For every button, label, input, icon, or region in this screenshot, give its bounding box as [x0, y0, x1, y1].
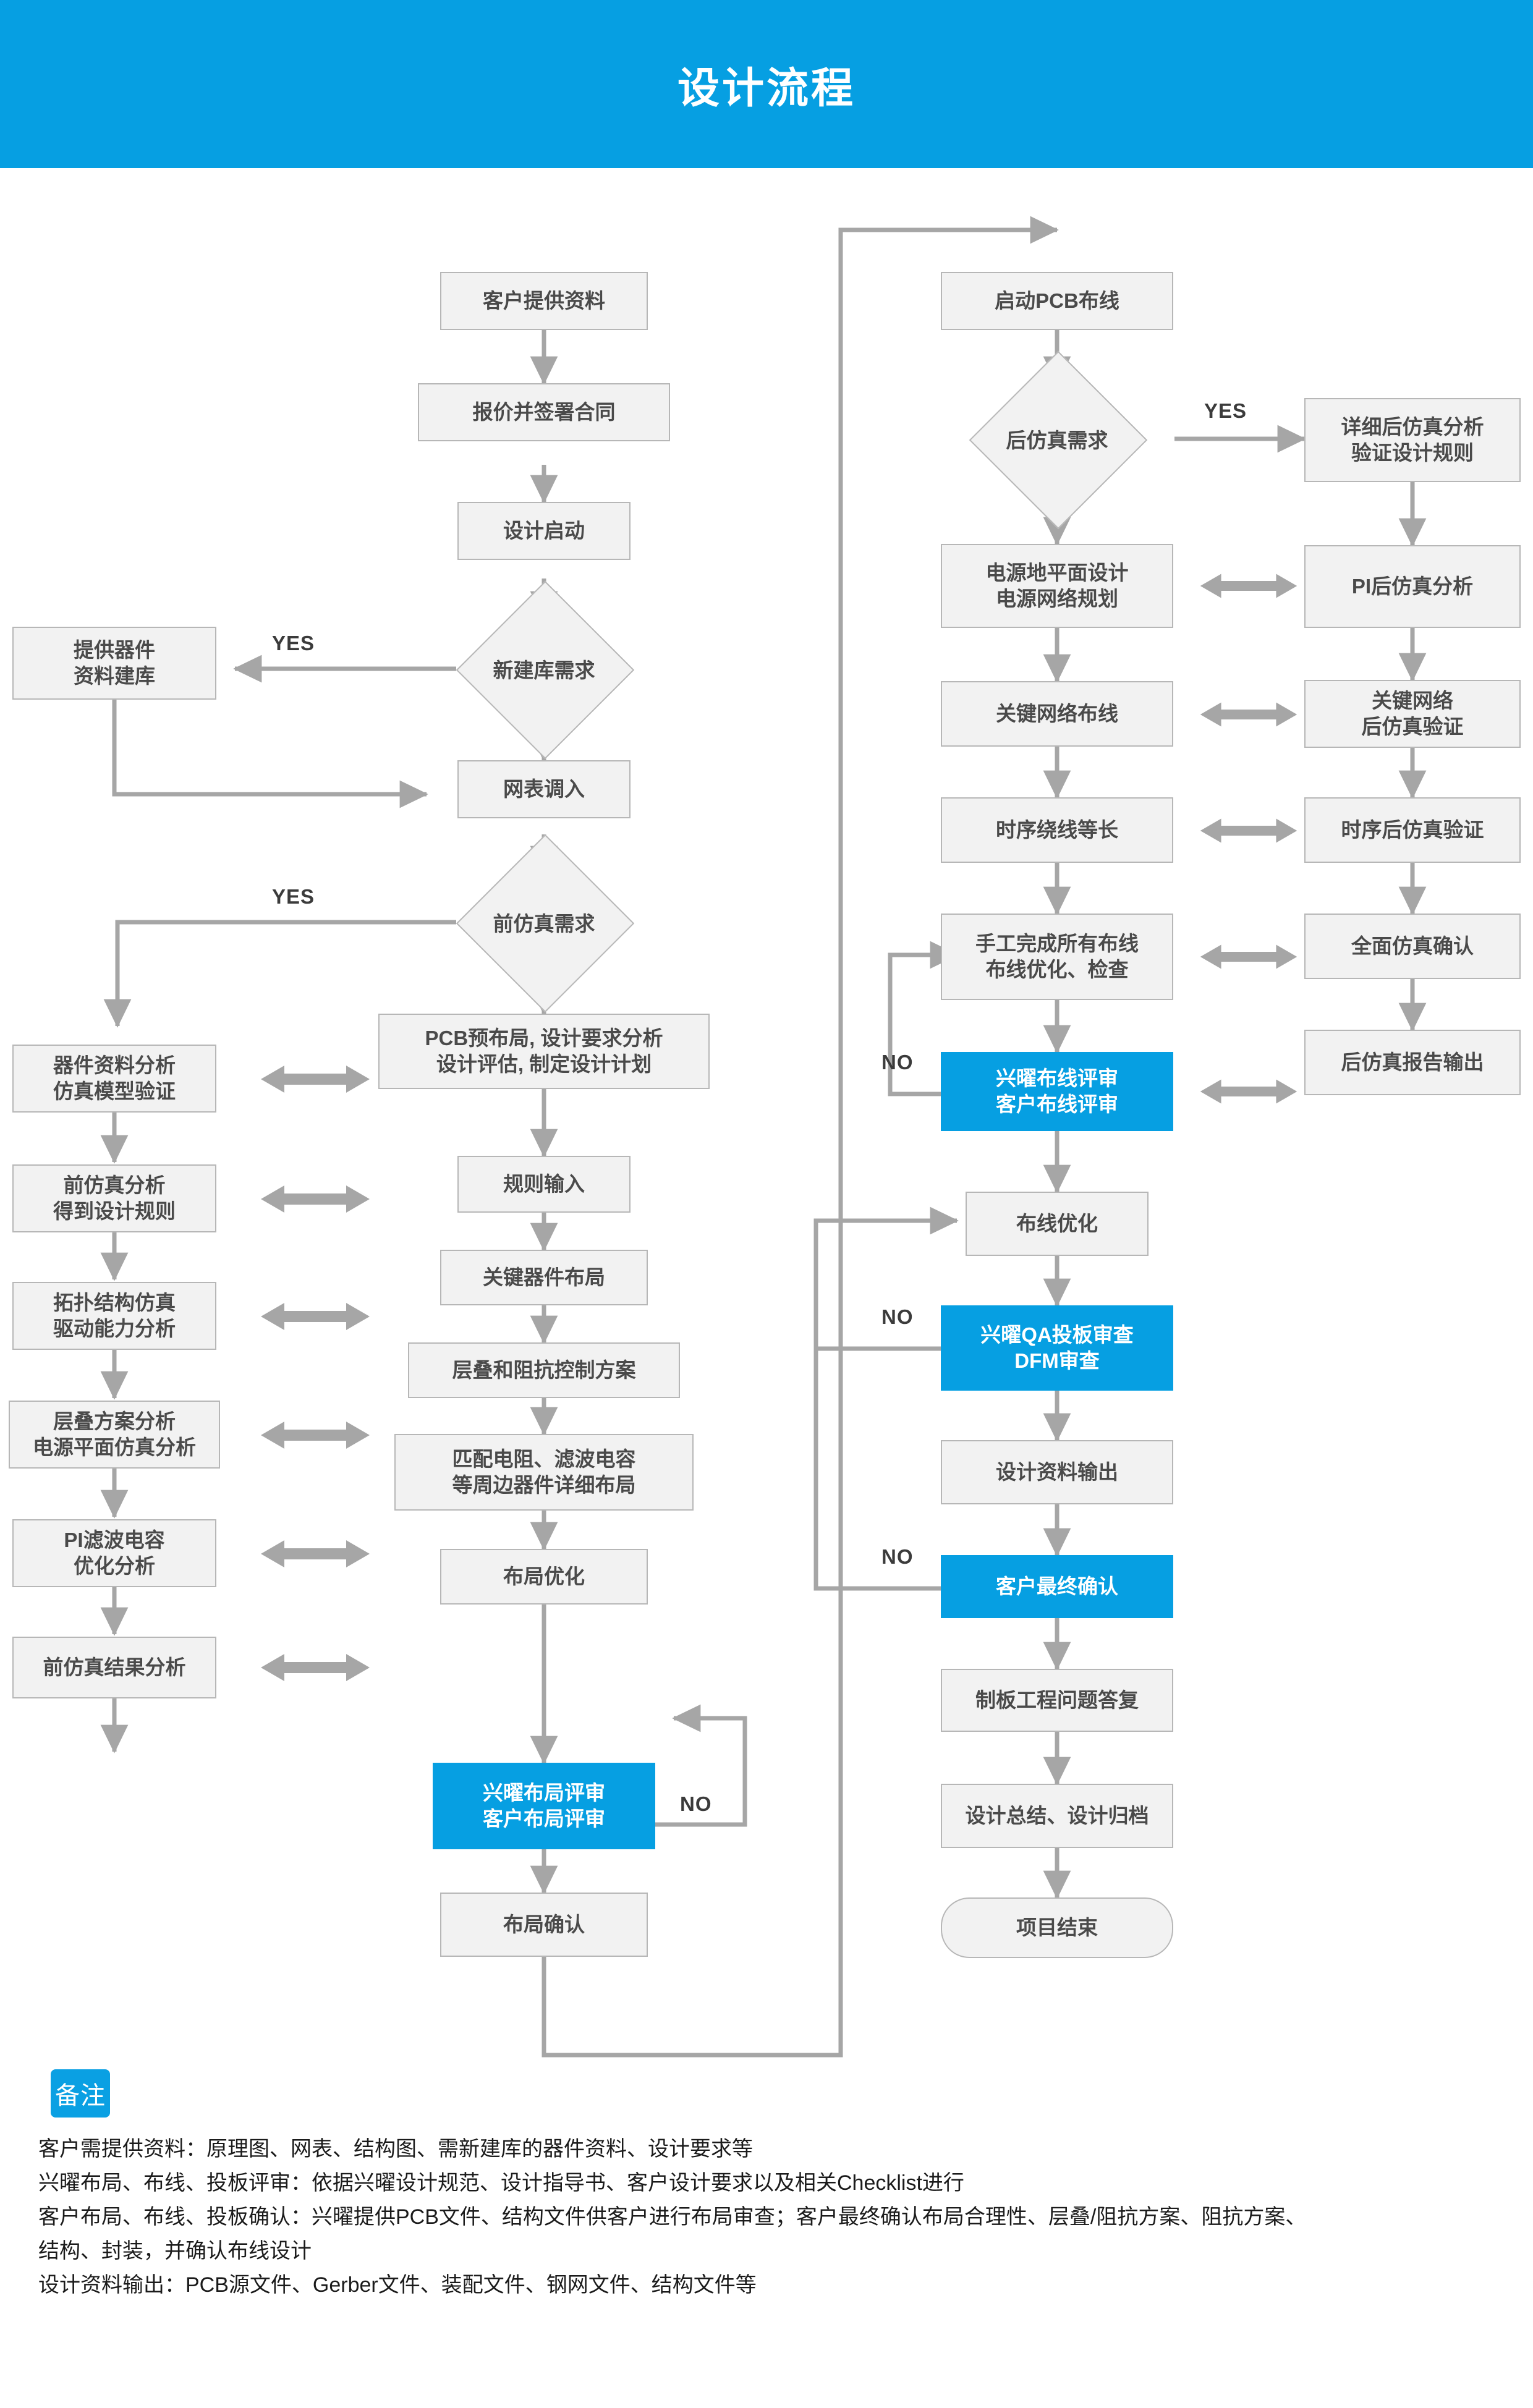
link-arrow-presim — [261, 1185, 370, 1213]
page-title: 设计流程 — [677, 64, 856, 112]
edge-label-yes-new-library: YES — [272, 632, 315, 655]
link-arrow-manual-route — [1200, 944, 1297, 969]
notes-badge-label: 备注 — [55, 2082, 106, 2109]
note-line: 结构、封装，并确认布线设计 — [38, 2239, 312, 2263]
note-line: 客户布局、布线、投板确认：兴曜提供PCB文件、结构文件供客户进行布局审查；客户最… — [38, 2205, 1307, 2229]
node-pcb-preplace[interactable]: PCB预布局, 设计要求分析 设计评估, 制定设计计划 — [378, 1014, 710, 1089]
node-stackup-analysis[interactable]: 层叠方案分析 电源平面仿真分析 — [9, 1401, 220, 1469]
edge-label-no-layout-review: NO — [680, 1792, 712, 1815]
node-netlist-import[interactable]: 网表调入 — [457, 760, 631, 818]
link-arrow-topology — [261, 1303, 370, 1330]
link-arrow-presim-result — [261, 1654, 370, 1681]
node-key-part-place[interactable]: 关键器件布局 — [440, 1250, 648, 1305]
node-start-routing[interactable]: 启动PCB布线 — [941, 272, 1173, 330]
page-header: 设计流程 — [0, 0, 1533, 168]
node-stack-impedance[interactable]: 层叠和阻抗控制方案 — [408, 1342, 680, 1398]
node-power-plane[interactable]: 电源地平面设计 电源网络规划 — [941, 544, 1173, 628]
node-rule-input[interactable]: 规则输入 — [457, 1156, 631, 1213]
node-quote-contract[interactable]: 报价并签署合同 — [418, 383, 670, 441]
link-arrow-pi-cap — [261, 1540, 370, 1567]
node-layout-optimize[interactable]: 布局优化 — [440, 1549, 648, 1605]
node-part-data-analysis[interactable]: 器件资料分析 仿真模型验证 — [12, 1045, 216, 1113]
node-provide-parts[interactable]: 提供器件 资料建库 — [12, 627, 216, 700]
node-customer-data[interactable]: 客户提供资料 — [440, 272, 648, 330]
node-pi-cap-optimize[interactable]: PI滤波电容 优化分析 — [12, 1519, 216, 1587]
decision-new-library[interactable]: 新建库需求 — [456, 580, 635, 760]
node-postsim-report[interactable]: 后仿真报告输出 — [1304, 1030, 1521, 1095]
decision-pre-sim[interactable]: 前仿真需求 — [456, 834, 635, 1013]
node-peripheral-place[interactable]: 匹配电阻、滤波电容 等周边器件详细布局 — [394, 1434, 694, 1511]
edge-label-yes-pre-sim: YES — [272, 885, 315, 908]
node-timing-verify[interactable]: 时序后仿真验证 — [1304, 797, 1521, 863]
note-line: 客户需提供资料：原理图、网表、结构图、需新建库的器件资料、设计要求等 — [38, 2137, 753, 2161]
node-design-summary[interactable]: 设计总结、设计归档 — [941, 1784, 1173, 1848]
node-presim-result[interactable]: 前仿真结果分析 — [12, 1637, 216, 1698]
node-key-net-verify[interactable]: 关键网络 后仿真验证 — [1304, 680, 1521, 748]
node-route-review[interactable]: 兴曜布线评审 客户布线评审 — [941, 1052, 1173, 1131]
node-timing-length[interactable]: 时序绕线等长 — [941, 797, 1173, 863]
node-full-sim-confirm[interactable]: 全面仿真确认 — [1304, 914, 1521, 979]
node-board-qa-reply[interactable]: 制板工程问题答复 — [941, 1669, 1173, 1732]
node-pi-postsim[interactable]: PI后仿真分析 — [1304, 545, 1521, 628]
notes-body: 客户需提供资料：原理图、网表、结构图、需新建库的器件资料、设计要求等 兴曜布局、… — [38, 2132, 1510, 2302]
node-key-net-route[interactable]: 关键网络布线 — [941, 681, 1173, 747]
note-line: 设计资料输出：PCB源文件、Gerber文件、装配文件、钢网文件、结构文件等 — [38, 2273, 757, 2297]
decision-post-sim[interactable]: 后仿真需求 — [940, 350, 1174, 530]
link-arrow-power-plane — [1200, 574, 1297, 598]
link-arrow-key-net — [1200, 702, 1297, 727]
link-arrow-part-data — [261, 1066, 370, 1093]
link-arrow-timing — [1200, 818, 1297, 843]
edge-label-no-qa-dfm: NO — [881, 1305, 914, 1328]
note-line: 兴曜布局、布线、投板评审：依据兴曜设计规范、设计指导书、客户设计要求以及相关Ch… — [38, 2171, 964, 2195]
node-route-optimize[interactable]: 布线优化 — [966, 1192, 1149, 1256]
link-arrow-stackup — [261, 1422, 370, 1449]
node-final-confirm[interactable]: 客户最终确认 — [941, 1555, 1173, 1618]
node-design-output[interactable]: 设计资料输出 — [941, 1440, 1173, 1504]
node-presim-analysis[interactable]: 前仿真分析 得到设计规则 — [12, 1164, 216, 1232]
node-layout-review[interactable]: 兴曜布局评审 客户布局评审 — [433, 1763, 655, 1849]
node-layout-confirm[interactable]: 布局确认 — [440, 1893, 648, 1957]
edge-label-yes-post-sim: YES — [1204, 399, 1247, 422]
notes-badge: 备注 — [51, 2069, 110, 2118]
node-topology-sim[interactable]: 拓扑结构仿真 驱动能力分析 — [12, 1282, 216, 1350]
link-arrow-route-review — [1200, 1079, 1297, 1104]
node-project-end[interactable]: 项目结束 — [941, 1897, 1173, 1958]
edge-label-no-final-confirm: NO — [881, 1545, 914, 1568]
node-detail-postsim[interactable]: 详细后仿真分析 验证设计规则 — [1304, 398, 1521, 482]
node-design-start[interactable]: 设计启动 — [457, 502, 631, 560]
edge-label-no-route-review: NO — [881, 1051, 914, 1074]
node-qa-dfm-review[interactable]: 兴曜QA投板审查 DFM审查 — [941, 1305, 1173, 1391]
node-manual-route[interactable]: 手工完成所有布线 布线优化、检查 — [941, 914, 1173, 1000]
